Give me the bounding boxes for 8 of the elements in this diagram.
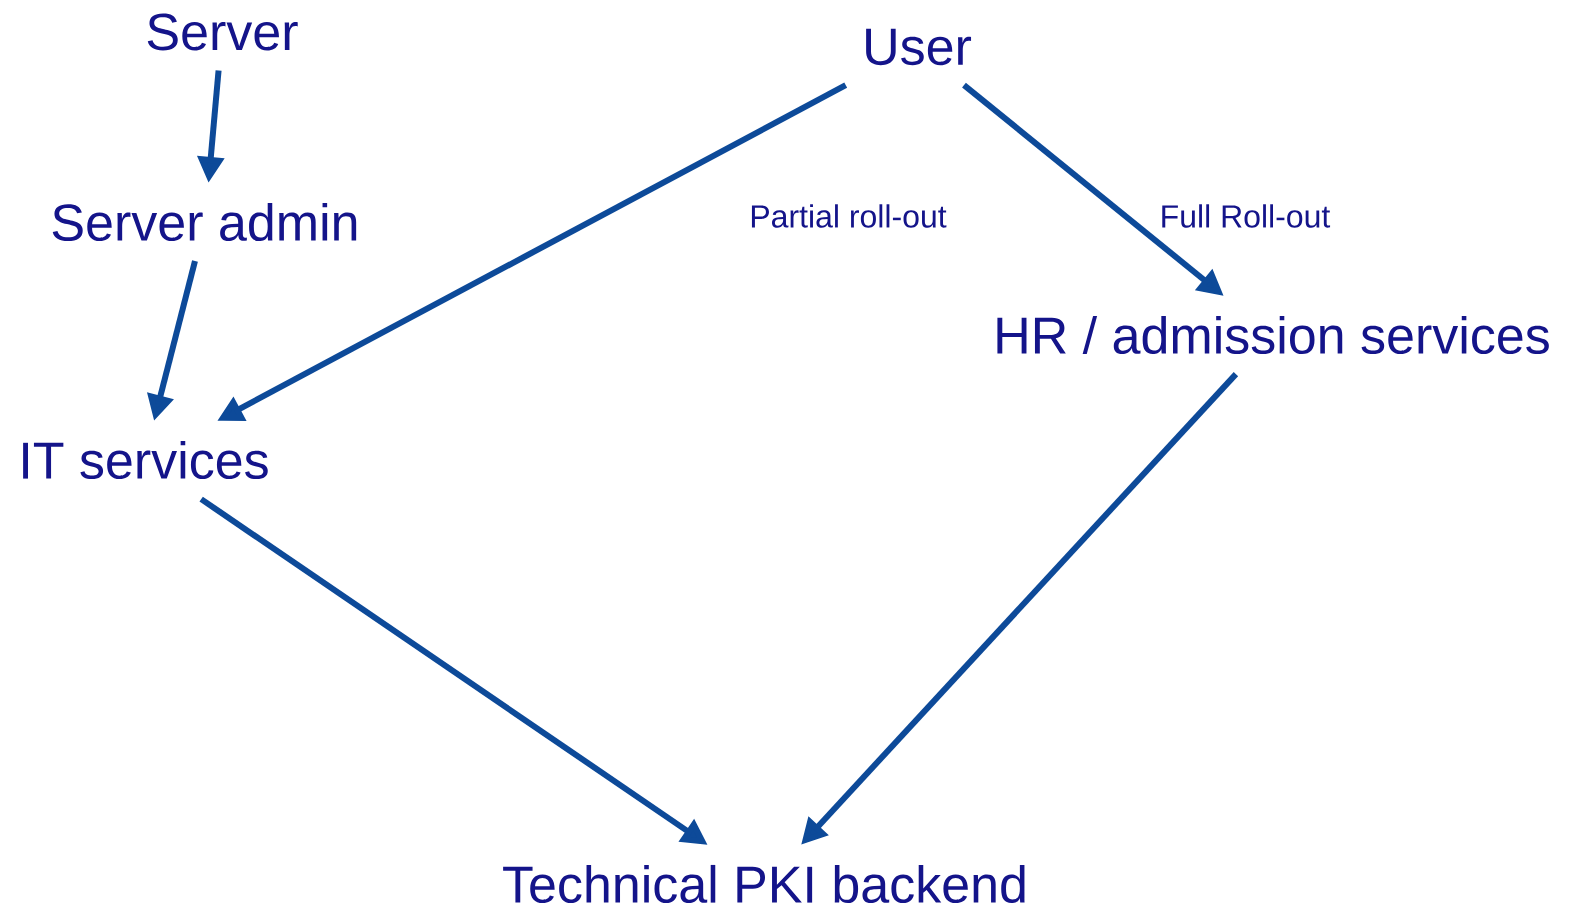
edge-label: Full Roll-out [1155,200,1335,232]
node-label: User [866,28,972,66]
edge-label: Partial roll-out [745,200,951,232]
node-label: Server admin [52,202,357,242]
node-label: HR / admission services [997,315,1549,355]
node-label: Technical PKI backend [503,864,1025,904]
node-label: IT services [23,440,268,480]
node-label: Server [147,13,298,51]
